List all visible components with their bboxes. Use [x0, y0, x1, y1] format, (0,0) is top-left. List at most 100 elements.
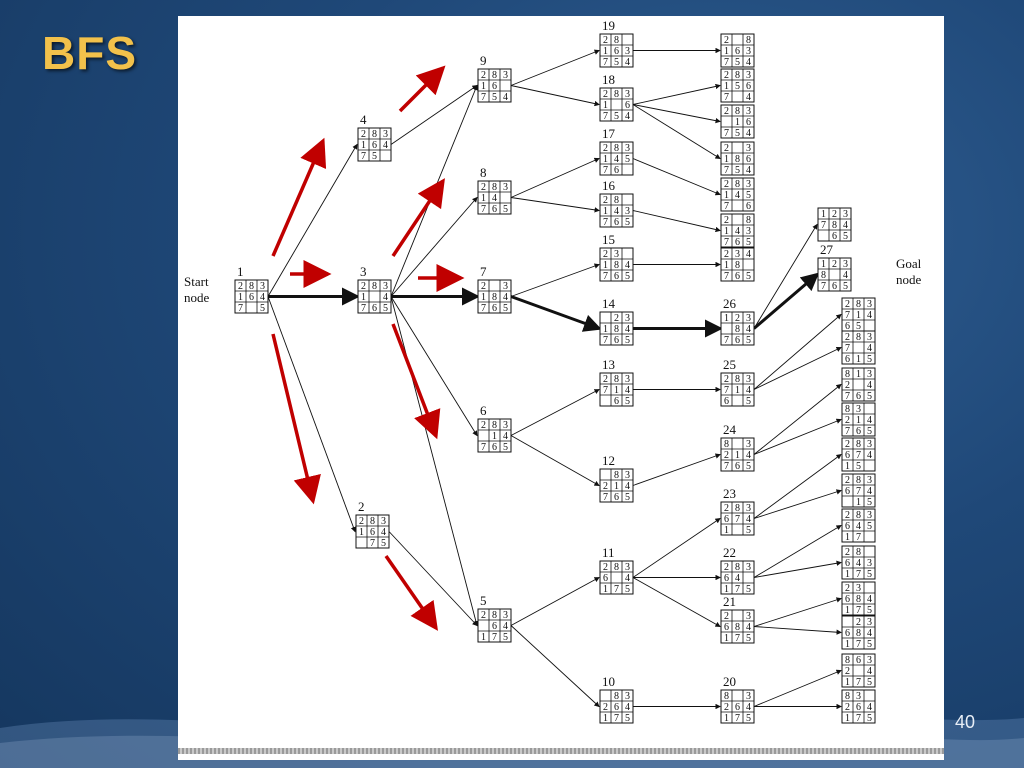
tile-value: 2	[614, 313, 619, 324]
tile-value: 7	[856, 486, 861, 497]
tree-edge	[510, 157, 600, 198]
tile-value: 6	[845, 354, 850, 365]
tile-value: 1	[603, 206, 608, 217]
tile-value: 6	[492, 204, 497, 215]
tile-value: 4	[625, 702, 630, 713]
tile-value: 8	[614, 562, 619, 573]
tile-value: 4	[746, 165, 751, 176]
tile-value: 3	[867, 510, 872, 521]
puzzle-board	[841, 653, 876, 688]
tile-value: 3	[746, 46, 751, 57]
tile-value: 3	[843, 209, 848, 220]
start-node-label-2: node	[184, 290, 210, 305]
tile-value: 7	[481, 303, 486, 314]
tile-value: 4	[383, 140, 388, 151]
tile-value: 8	[845, 369, 850, 380]
tile-value: 5	[867, 677, 872, 688]
tile-value: 3	[625, 691, 630, 702]
tree-edge	[390, 296, 479, 627]
tile-value: 3	[503, 70, 508, 81]
tile-value: 6	[492, 621, 497, 632]
tile-value: 5	[735, 165, 740, 176]
tree-edge	[753, 669, 842, 707]
tile-value: 1	[492, 431, 497, 442]
tile-value: 1	[845, 677, 850, 688]
tile-value: 7	[724, 57, 729, 68]
puzzle-board	[841, 367, 876, 402]
tile-value: 7	[856, 713, 861, 724]
tree-edge	[510, 263, 600, 297]
tile-value: 7	[603, 57, 608, 68]
tree-edge	[510, 625, 600, 708]
tile-value: 7	[845, 426, 850, 437]
tree-edge	[753, 453, 842, 519]
node-number: 26	[723, 296, 737, 311]
tile-value: 4	[856, 521, 861, 532]
tile-value: 7	[724, 128, 729, 139]
tile-value: 7	[603, 217, 608, 228]
tile-value: 1	[845, 532, 850, 543]
goal-node-label: Goal	[896, 256, 922, 271]
tile-value: 7	[603, 111, 608, 122]
puzzle-board	[477, 608, 512, 643]
tile-value: 4	[746, 385, 751, 396]
tile-value: 7	[603, 335, 608, 346]
bfs-order-arrow	[398, 65, 446, 113]
tile-value: 8	[614, 35, 619, 46]
tile-value: 6	[845, 628, 850, 639]
tile-value: 8	[492, 70, 497, 81]
tile-value: 1	[856, 310, 861, 321]
tile-value: 6	[625, 100, 630, 111]
tree-edge	[390, 84, 478, 297]
puzzle-board	[720, 68, 755, 103]
tile-value: 8	[856, 628, 861, 639]
tile-value: 2	[603, 195, 608, 206]
tile-value: 7	[724, 385, 729, 396]
tile-value: 2	[481, 420, 486, 431]
tile-value: 5	[381, 538, 386, 549]
tile-value: 8	[735, 374, 740, 385]
puzzle-board	[477, 68, 512, 103]
tree-edge	[390, 196, 478, 297]
node-number: 12	[602, 453, 615, 468]
puzzle-board	[477, 180, 512, 215]
tile-value: 6	[614, 335, 619, 346]
tile-value: 8	[735, 70, 740, 81]
tile-value: 5	[625, 492, 630, 503]
tile-value: 8	[735, 562, 740, 573]
tile-value: 5	[856, 461, 861, 472]
tile-value: 5	[625, 335, 630, 346]
bfs-order-arrow	[271, 137, 327, 257]
tile-value: 8	[821, 270, 826, 281]
tile-value: 5	[746, 396, 751, 407]
tile-value: 1	[724, 81, 729, 92]
tile-value: 4	[843, 270, 848, 281]
node-number: 11	[602, 545, 615, 560]
tree-edge	[753, 560, 842, 578]
tile-value: 8	[614, 324, 619, 335]
tile-value: 8	[735, 503, 740, 514]
tile-value: 2	[724, 450, 729, 461]
tree-edge	[753, 223, 818, 329]
bfs-order-arrow	[391, 323, 441, 440]
tile-value: 5	[746, 461, 751, 472]
tree-edge	[510, 49, 600, 86]
tile-value: 2	[361, 129, 366, 140]
tile-value: 2	[603, 562, 608, 573]
node-number: 20	[723, 674, 736, 689]
tile-value: 1	[361, 292, 366, 303]
tile-value: 8	[492, 420, 497, 431]
puzzle-board	[599, 141, 634, 176]
